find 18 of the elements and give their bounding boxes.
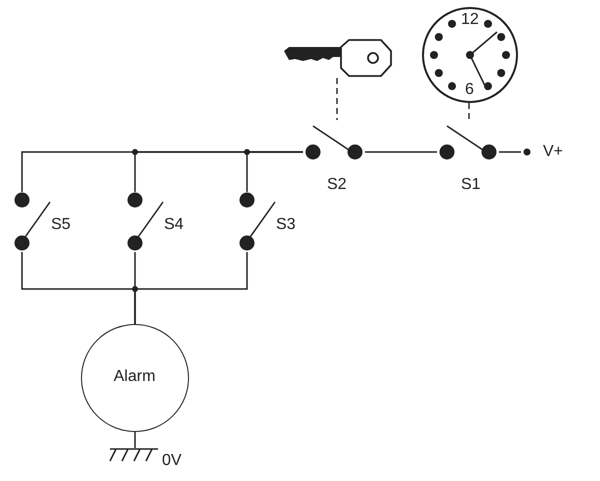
wire <box>134 432 136 448</box>
switch-label: S5 <box>51 216 71 234</box>
switch-label: S2 <box>327 176 347 194</box>
dashed-link <box>468 103 470 120</box>
supply-label: V+ <box>543 143 564 161</box>
wire <box>21 252 136 324</box>
switch-label: S3 <box>276 216 296 234</box>
alarm-label: Alarm <box>112 368 156 386</box>
alarm-circle <box>81 324 189 432</box>
clock-numeral: 6 <box>465 81 474 99</box>
wire <box>499 151 521 153</box>
ground-label: 0V <box>162 452 182 470</box>
clock-numeral: 12 <box>461 11 479 29</box>
switch-label: S4 <box>164 216 184 234</box>
switch-label: S1 <box>461 176 481 194</box>
wire <box>365 151 437 153</box>
dashed-link <box>336 78 338 120</box>
wire <box>21 151 303 192</box>
